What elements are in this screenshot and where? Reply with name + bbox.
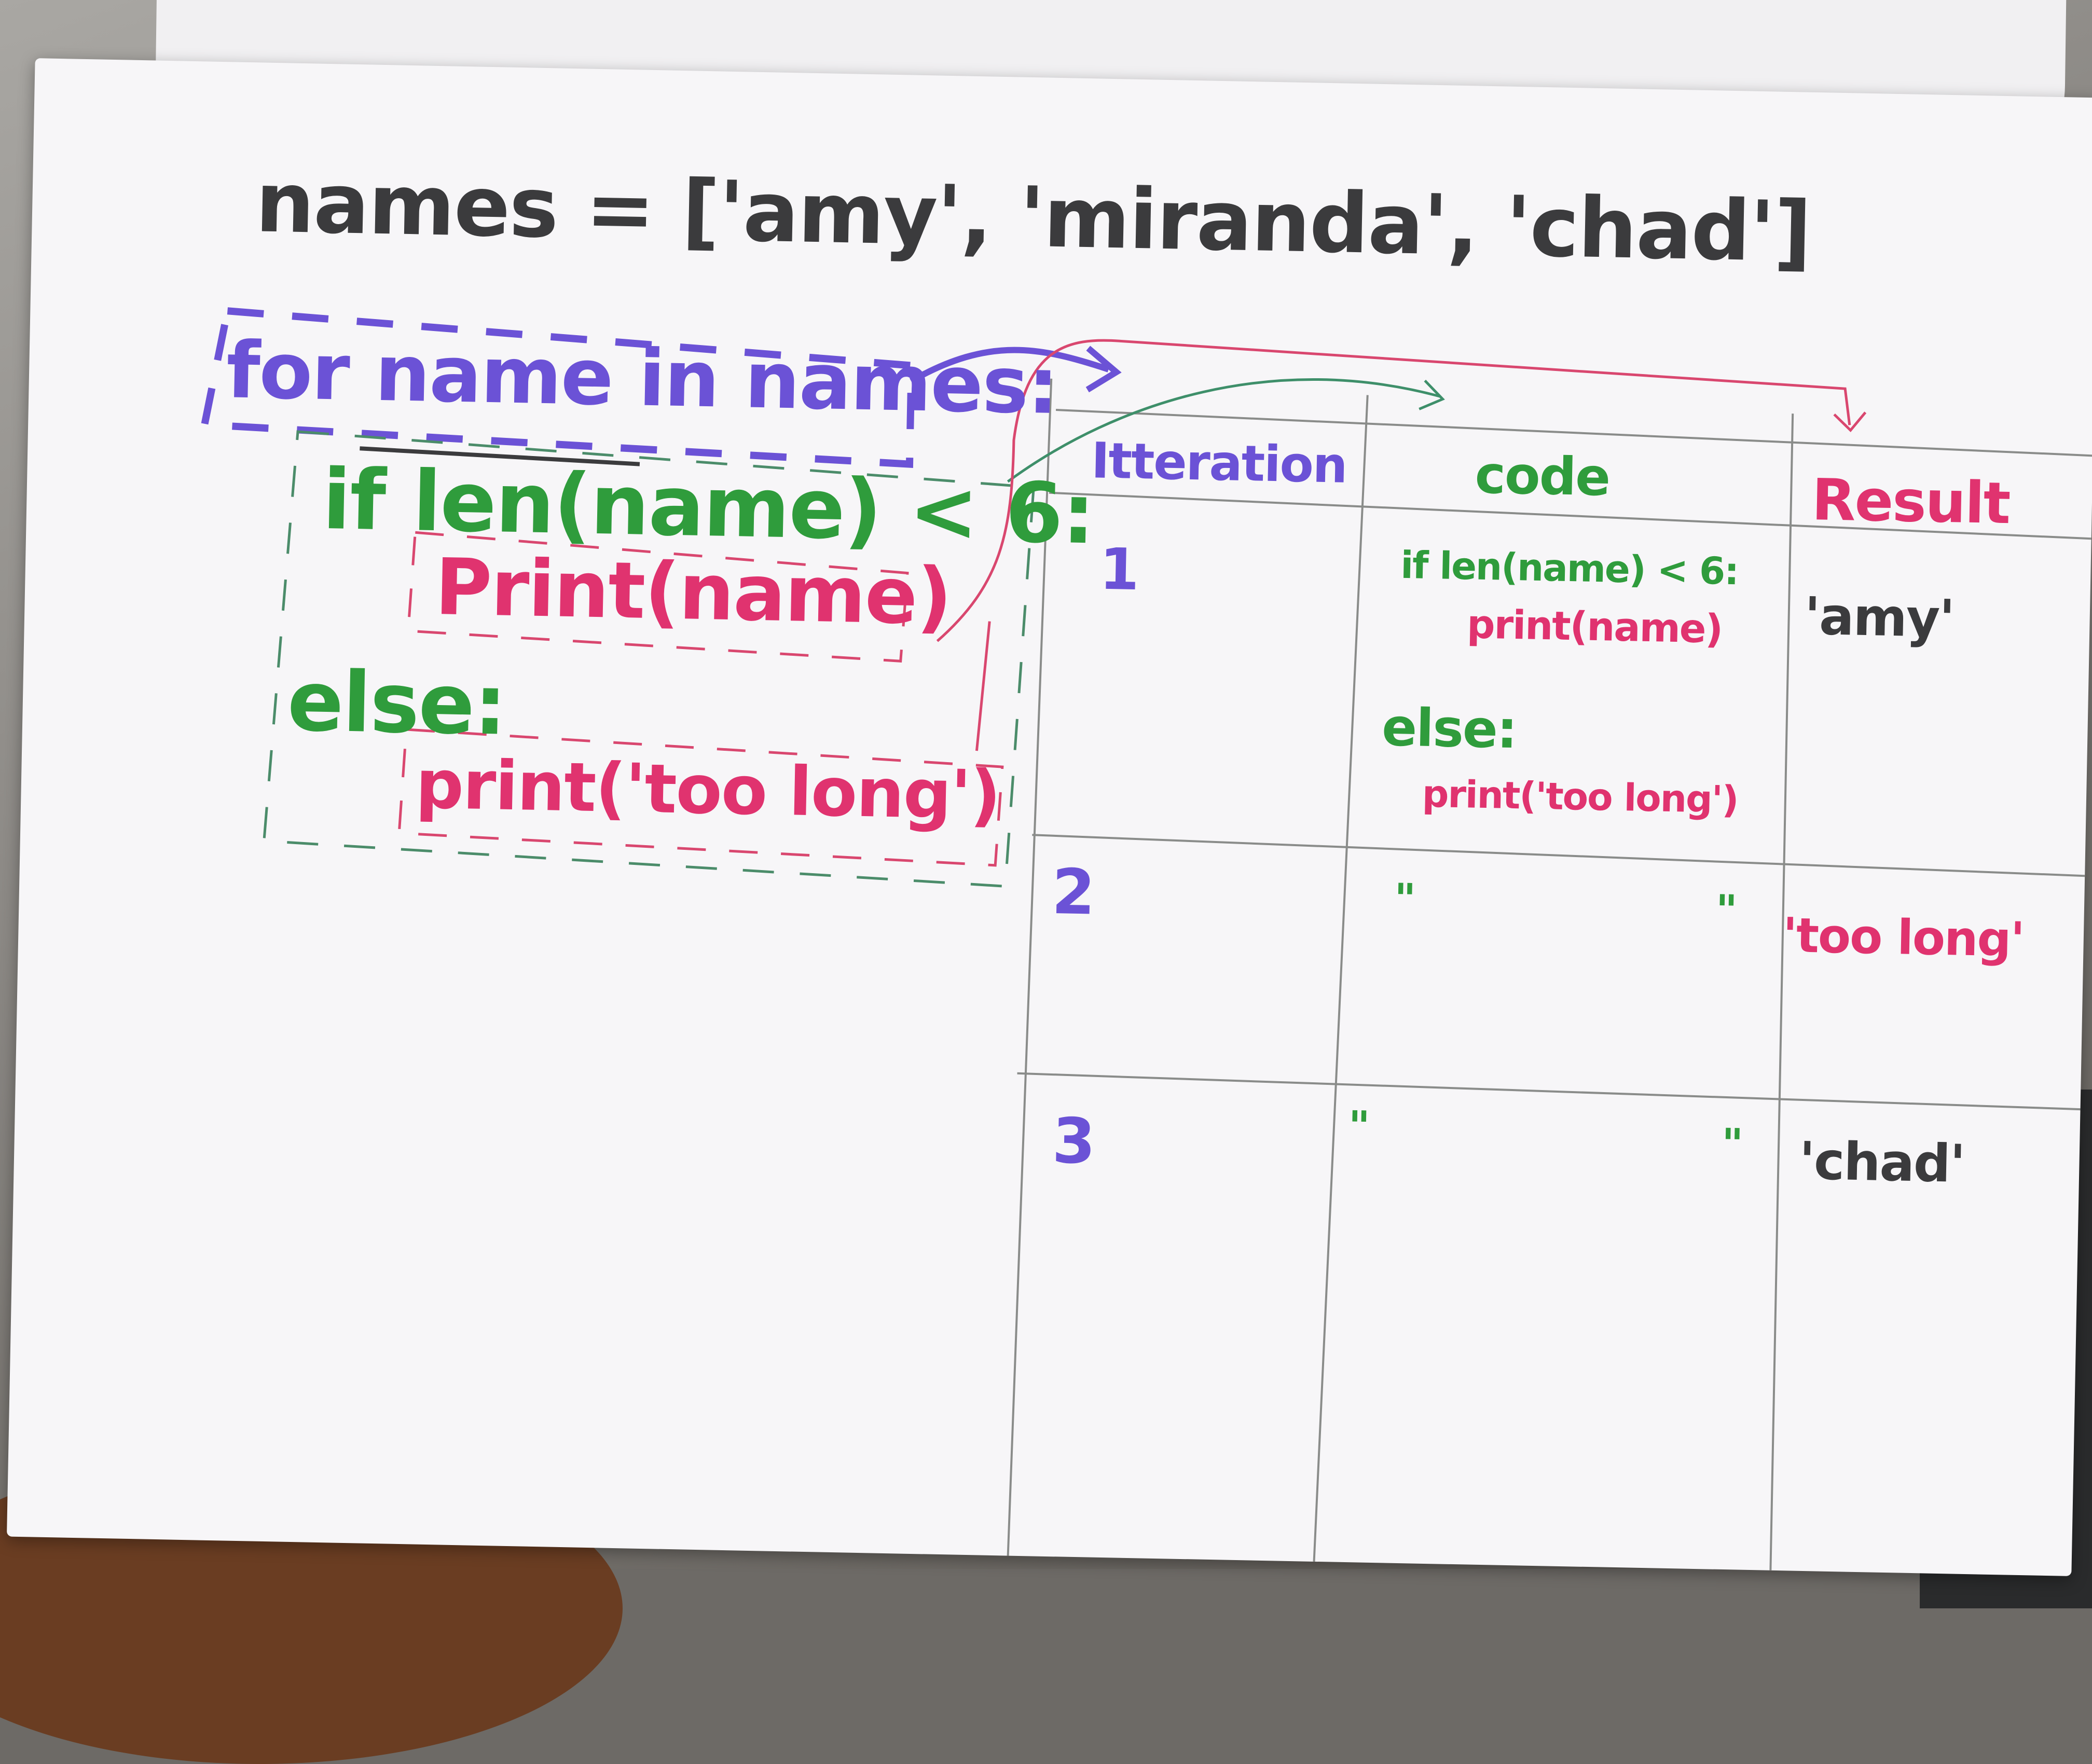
if-statement: if len(name) < 6:	[321, 450, 1095, 563]
row3-result: 'chad'	[1798, 1130, 1965, 1194]
header-code: code	[1474, 444, 1611, 508]
table-row-line-1	[1032, 834, 2085, 877]
row3-iteration: 3	[1051, 1105, 1095, 1178]
underline-mark	[360, 446, 640, 466]
print-name-statement: Print(name)	[434, 542, 952, 643]
row2-iteration: 2	[1051, 856, 1095, 929]
table-col-line-2	[1769, 414, 1794, 1570]
print-too-long-dashed-box	[397, 728, 1004, 867]
row2-ditto-right: "	[1715, 886, 1737, 935]
notebook-page: names = ['amy', 'miranda', 'chad'] for n…	[7, 58, 2092, 1576]
table-header-line	[1049, 491, 2091, 540]
row3-ditto-right: "	[1721, 1119, 1743, 1168]
print-name-dashed-box	[406, 531, 909, 663]
table-row-line-2	[1017, 1072, 2081, 1111]
for-dashed-box	[200, 307, 915, 468]
row1-code-else: else:	[1381, 697, 1517, 761]
else-statement: else:	[286, 652, 507, 754]
row1-code-print: print(name)	[1466, 601, 1723, 652]
print-too-long-statement: print('too long')	[415, 745, 1001, 835]
table-grid	[1007, 378, 2092, 1570]
row1-code-else-print: print('too long')	[1422, 771, 1739, 822]
header-iteration: Itteration	[1091, 432, 1347, 494]
row2-ditto-left: "	[1394, 874, 1415, 924]
pink-arrow	[936, 339, 1851, 642]
row1-result: 'amy'	[1804, 585, 1955, 650]
row2-result: 'too long'	[1782, 907, 2025, 968]
row3-ditto-left: "	[1347, 1102, 1370, 1151]
purple-arrow	[910, 347, 1110, 384]
ifelse-dashed-box	[263, 430, 1035, 888]
green-arrow	[1007, 378, 1441, 483]
for-statement: for name in names:	[225, 325, 1059, 432]
row1-iteration: 1	[1098, 535, 1139, 603]
drawing-layer	[200, 307, 2092, 1570]
row1-code-if: if len(name) < 6:	[1400, 543, 1739, 594]
table-top-line	[1055, 408, 2092, 457]
table-col-line-1	[1313, 395, 1369, 1562]
table-left-line	[1007, 378, 1053, 1556]
header-result: Result	[1811, 466, 2011, 537]
